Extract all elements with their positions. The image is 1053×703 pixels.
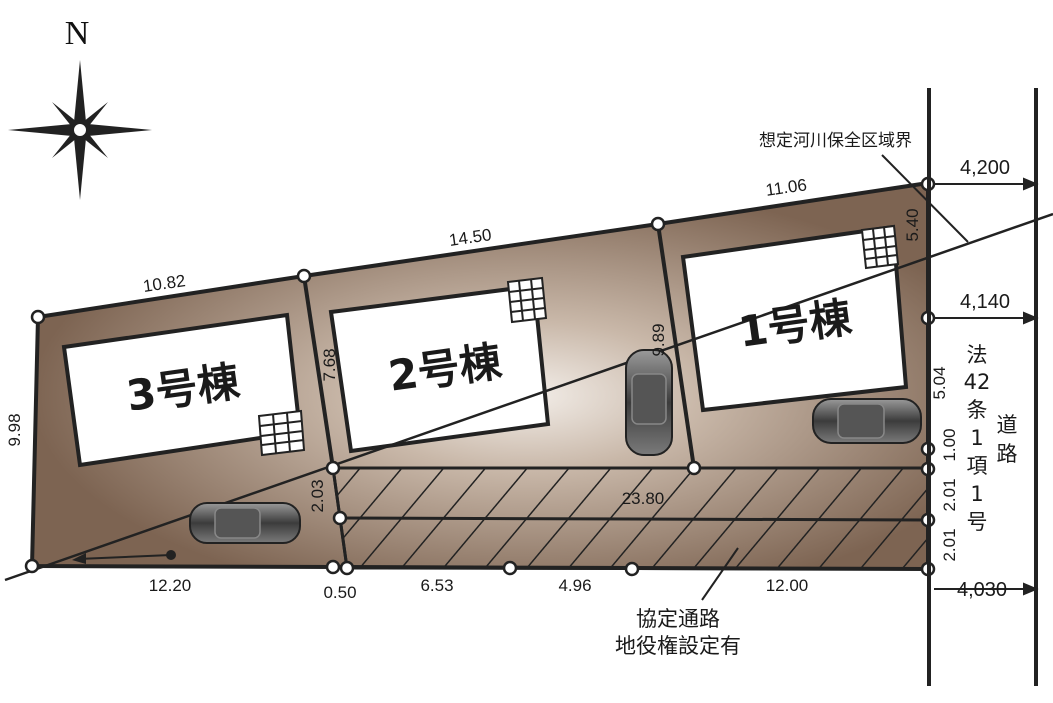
car-lot3: [189, 502, 301, 544]
dim-top-lot3: 10.82: [142, 271, 187, 296]
house-1: [680, 224, 909, 413]
road-legal-char: 号: [967, 510, 988, 534]
dim-left-side: 9.98: [5, 413, 24, 446]
easement-line1: 協定通路: [636, 607, 720, 631]
compass-rose: [8, 60, 152, 200]
scale-arrow: [77, 554, 172, 560]
road-legal-char: 1: [970, 482, 983, 506]
lot-line-2-3: [302, 275, 335, 469]
dim-bottom-gap: 0.50: [323, 583, 356, 602]
scale-dot: [166, 550, 176, 560]
dim-top-lot1: 11.06: [764, 175, 808, 200]
easement-line2: 地役権設定有: [615, 634, 741, 658]
road-legal-char: 法: [967, 343, 988, 367]
road-width-arrows: [934, 177, 1039, 596]
road-legal-char: 条: [967, 398, 988, 422]
easement-leader: [701, 547, 739, 601]
north-label: N: [65, 15, 90, 52]
road-legal-label: 法 42 条 1 項 1 号: [964, 343, 991, 534]
road-name-char: 路: [997, 442, 1018, 466]
road-name-char: 道: [997, 413, 1018, 437]
dim-left-pass: 2.03: [308, 479, 327, 512]
road-name-label: 道 路: [997, 413, 1018, 466]
dim-right-a: 1.00: [940, 428, 959, 461]
stairs-3: [257, 409, 306, 457]
road-width-bottom: 4,030: [957, 579, 1007, 601]
dim-right-upper: 5.40: [903, 208, 922, 241]
car-lot1: [812, 398, 922, 444]
dim-bottom-b: 4.96: [558, 576, 591, 595]
dim-right-mid: 5.04: [930, 366, 949, 399]
road-width-mid: 4,140: [960, 291, 1010, 313]
stairs-2: [506, 276, 548, 324]
dim-right-c: 2.01: [940, 528, 959, 561]
dim-pass-length: 23.80: [622, 489, 665, 508]
road-legal-char: 1: [970, 426, 983, 450]
car-lot2: [625, 349, 673, 456]
passage-center-line: [339, 516, 929, 522]
road-width-top: 4,200: [960, 157, 1010, 179]
dim-bottom-a: 6.53: [420, 576, 453, 595]
dim-right-b: 2.01: [940, 478, 959, 511]
dim-div-1-2: 9.89: [649, 323, 668, 356]
stairs-1: [860, 224, 900, 270]
dim-bottom-left: 12.20: [149, 576, 192, 595]
boundary-leader: [881, 154, 969, 243]
scale-arrow-head: [72, 553, 86, 564]
dim-bottom-c: 12.00: [766, 576, 809, 595]
boundary-label: 想定河川保全区域界: [759, 131, 912, 151]
river-boundary-line: [4, 212, 1053, 582]
road-legal-char: 42: [964, 370, 991, 394]
road-legal-char: 項: [967, 454, 988, 478]
dim-top-lot2: 14.50: [448, 225, 493, 250]
dim-div-2-3: 7.68: [320, 348, 339, 381]
